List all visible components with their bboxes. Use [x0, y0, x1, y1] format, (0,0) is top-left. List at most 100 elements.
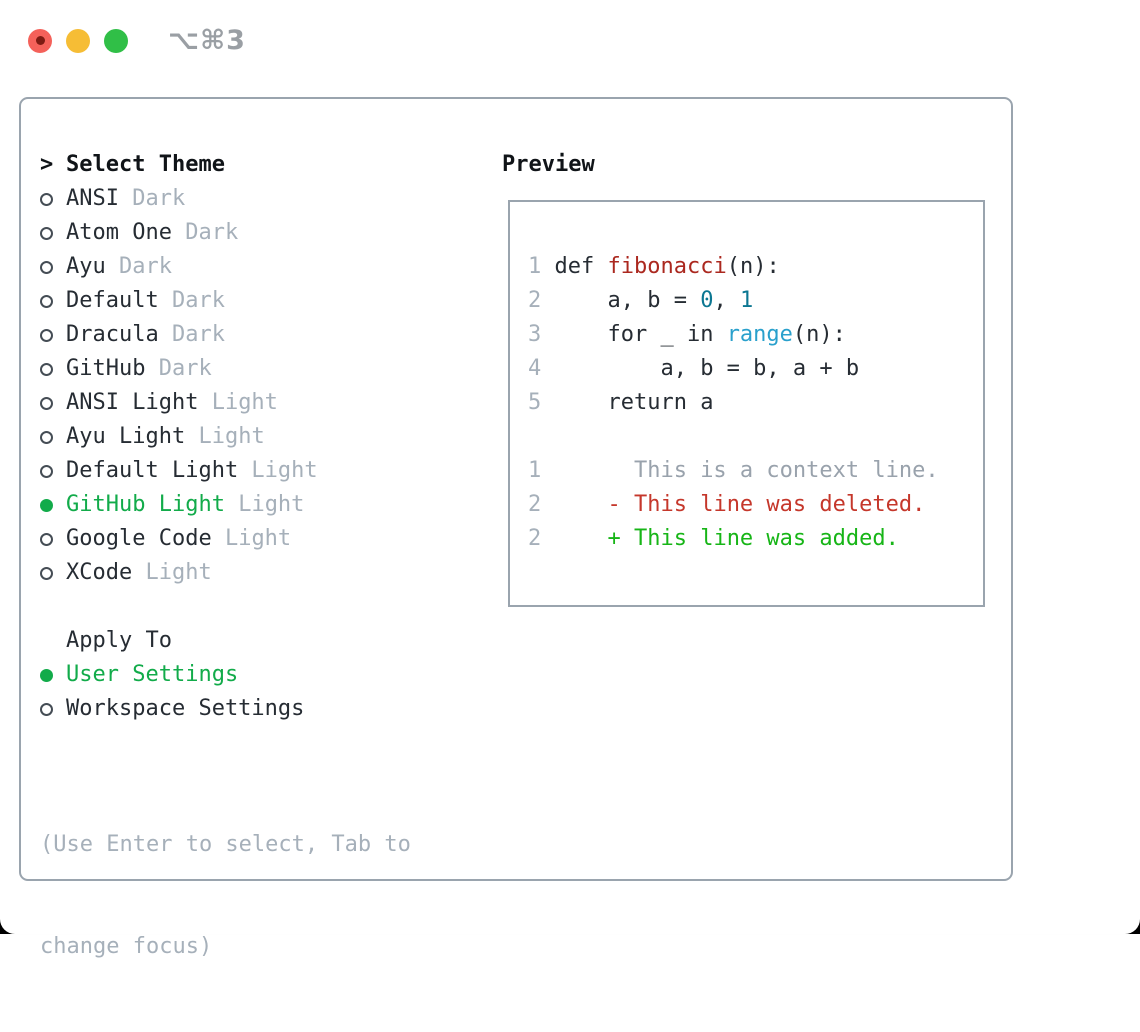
close-dot-icon: [36, 36, 45, 45]
theme-option-github[interactable]: GitHub Dark: [40, 352, 411, 386]
theme-option-ayu[interactable]: Ayu Dark: [40, 250, 411, 284]
apply-option-workspace-settings[interactable]: Workspace Settings: [40, 692, 411, 726]
theme-variant-tag: Light: [212, 522, 291, 556]
radio-cell: [40, 522, 66, 556]
radio-cell: [40, 692, 66, 726]
window-title: ⌥⌘3: [168, 25, 246, 56]
help-line: change focus): [40, 930, 411, 964]
apply-option-label: User Settings: [66, 658, 238, 692]
apply-to-header: Apply To: [40, 624, 411, 658]
theme-option-dracula[interactable]: Dracula Dark: [40, 318, 411, 352]
theme-option-label: GitHub Light: [66, 488, 225, 522]
theme-option-label: Dracula: [66, 318, 159, 352]
theme-option-label: GitHub: [66, 352, 145, 386]
radio-unselected-icon: [40, 703, 53, 716]
help-line: (Use Enter to select, Tab to: [40, 828, 411, 862]
theme-option-label: Ayu Light: [66, 420, 185, 454]
theme-option-label: Default: [66, 284, 159, 318]
cursor-marker: >: [40, 148, 66, 182]
theme-option-label: Google Code: [66, 522, 212, 556]
theme-variant-tag: Dark: [106, 250, 172, 284]
radio-unselected-icon: [40, 227, 53, 240]
theme-option-ansi-light[interactable]: ANSI Light Light: [40, 386, 411, 420]
theme-option-label: ANSI: [66, 182, 119, 216]
radio-selected-icon: [40, 669, 53, 682]
theme-option-ayu-light[interactable]: Ayu Light Light: [40, 420, 411, 454]
theme-option-label: ANSI Light: [66, 386, 198, 420]
code-line: 5 return a: [528, 386, 983, 420]
theme-option-label: Ayu: [66, 250, 106, 284]
radio-unselected-icon: [40, 295, 53, 308]
theme-variant-tag: Light: [185, 420, 264, 454]
code-line: 2 + This line was added.: [528, 522, 983, 556]
close-button[interactable]: [28, 29, 52, 53]
radio-cell: [40, 556, 66, 590]
theme-variant-tag: Dark: [172, 216, 238, 250]
code-line: 4 a, b = b, a + b: [528, 352, 983, 386]
radio-cell: [40, 488, 66, 522]
theme-variant-tag: Light: [132, 556, 211, 590]
preview-title: Preview: [502, 148, 595, 182]
radio-cell: [40, 386, 66, 420]
theme-option-default[interactable]: Default Dark: [40, 284, 411, 318]
help-text: (Use Enter to select, Tab to change focu…: [40, 760, 411, 1032]
radio-unselected-icon: [40, 329, 53, 342]
empty-marker: [40, 624, 66, 658]
radio-unselected-icon: [40, 397, 53, 410]
theme-variant-tag: Dark: [119, 182, 185, 216]
spacer: [40, 590, 411, 624]
code-line: [528, 420, 983, 454]
theme-option-ansi[interactable]: ANSI Dark: [40, 182, 411, 216]
radio-unselected-icon: [40, 261, 53, 274]
code-line: 2 - This line was deleted.: [528, 488, 983, 522]
theme-option-label: XCode: [66, 556, 132, 590]
spacer: [40, 726, 411, 760]
theme-variant-tag: Dark: [145, 352, 211, 386]
select-theme-header: > Select Theme: [40, 148, 411, 182]
radio-cell: [40, 216, 66, 250]
theme-option-label: Atom One: [66, 216, 172, 250]
radio-cell: [40, 420, 66, 454]
code-line: 3 for _ in range(n):: [528, 318, 983, 352]
radio-unselected-icon: [40, 465, 53, 478]
code-line: 1 def fibonacci(n):: [528, 250, 983, 284]
theme-option-default-light[interactable]: Default Light Light: [40, 454, 411, 488]
code-line: 1 This is a context line.: [528, 454, 983, 488]
radio-unselected-icon: [40, 193, 53, 206]
minimize-button[interactable]: [66, 29, 90, 53]
theme-option-github-light[interactable]: GitHub Light Light: [40, 488, 411, 522]
theme-option-xcode[interactable]: XCode Light: [40, 556, 411, 590]
apply-to-title: Apply To: [66, 624, 172, 658]
radio-cell: [40, 454, 66, 488]
radio-cell: [40, 284, 66, 318]
radio-unselected-icon: [40, 533, 53, 546]
radio-cell: [40, 658, 66, 692]
theme-option-atom-one[interactable]: Atom One Dark: [40, 216, 411, 250]
apply-option-label: Workspace Settings: [66, 692, 304, 726]
titlebar: ⌥⌘3: [28, 25, 246, 56]
theme-variant-tag: Light: [198, 386, 277, 420]
radio-cell: [40, 318, 66, 352]
radio-cell: [40, 352, 66, 386]
radio-selected-icon: [40, 499, 53, 512]
radio-cell: [40, 250, 66, 284]
theme-option-label: Default Light: [66, 454, 238, 488]
radio-unselected-icon: [40, 431, 53, 444]
radio-unselected-icon: [40, 567, 53, 580]
theme-option-google-code[interactable]: Google Code Light: [40, 522, 411, 556]
apply-option-user-settings[interactable]: User Settings: [40, 658, 411, 692]
radio-unselected-icon: [40, 363, 53, 376]
select-theme-title: Select Theme: [66, 148, 225, 182]
code-line: 2 a, b = 0, 1: [528, 284, 983, 318]
zoom-button[interactable]: [104, 29, 128, 53]
theme-variant-tag: Light: [238, 454, 317, 488]
theme-variant-tag: Dark: [159, 318, 225, 352]
radio-cell: [40, 182, 66, 216]
